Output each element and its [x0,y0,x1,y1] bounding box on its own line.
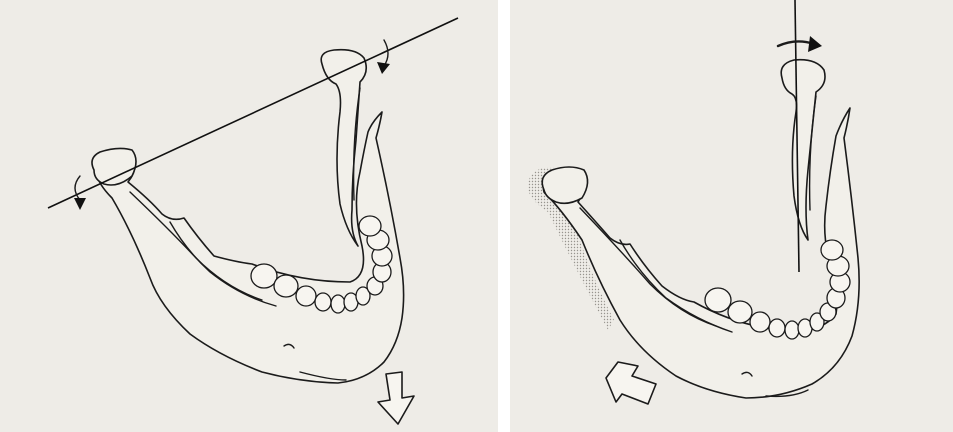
right-mandible-body [543,108,859,398]
right-tooth [750,312,770,332]
left-transverse-axis-line [48,18,458,208]
left-rotation-arrow-right [384,40,388,66]
right-rotation-arrowhead [808,36,822,52]
left-panel-hinge-rotation [0,0,498,432]
left-diagram-svg [0,0,498,432]
left-tooth [251,264,277,288]
left-rotation-arrowhead-right [377,62,390,74]
left-tooth [274,275,298,297]
left-tooth [331,295,345,313]
left-mandible-body [95,112,403,383]
left-tooth [315,293,331,311]
right-tooth [769,319,785,337]
right-condyle-head-left [542,167,587,203]
left-rotation-arrow-left [75,176,80,200]
right-lateral-direction-arrow [606,362,656,404]
left-rotation-arrowhead-left [74,198,86,210]
left-tooth [296,286,316,306]
left-opening-direction-arrow [378,372,414,424]
right-diagram-svg [510,0,953,432]
right-tooth [785,321,799,339]
right-ramus [781,60,825,240]
right-tooth [821,240,843,260]
left-tooth [359,216,381,236]
right-panel-lateral-rotation [510,0,953,432]
right-tooth [705,288,731,312]
right-tooth [728,301,752,323]
